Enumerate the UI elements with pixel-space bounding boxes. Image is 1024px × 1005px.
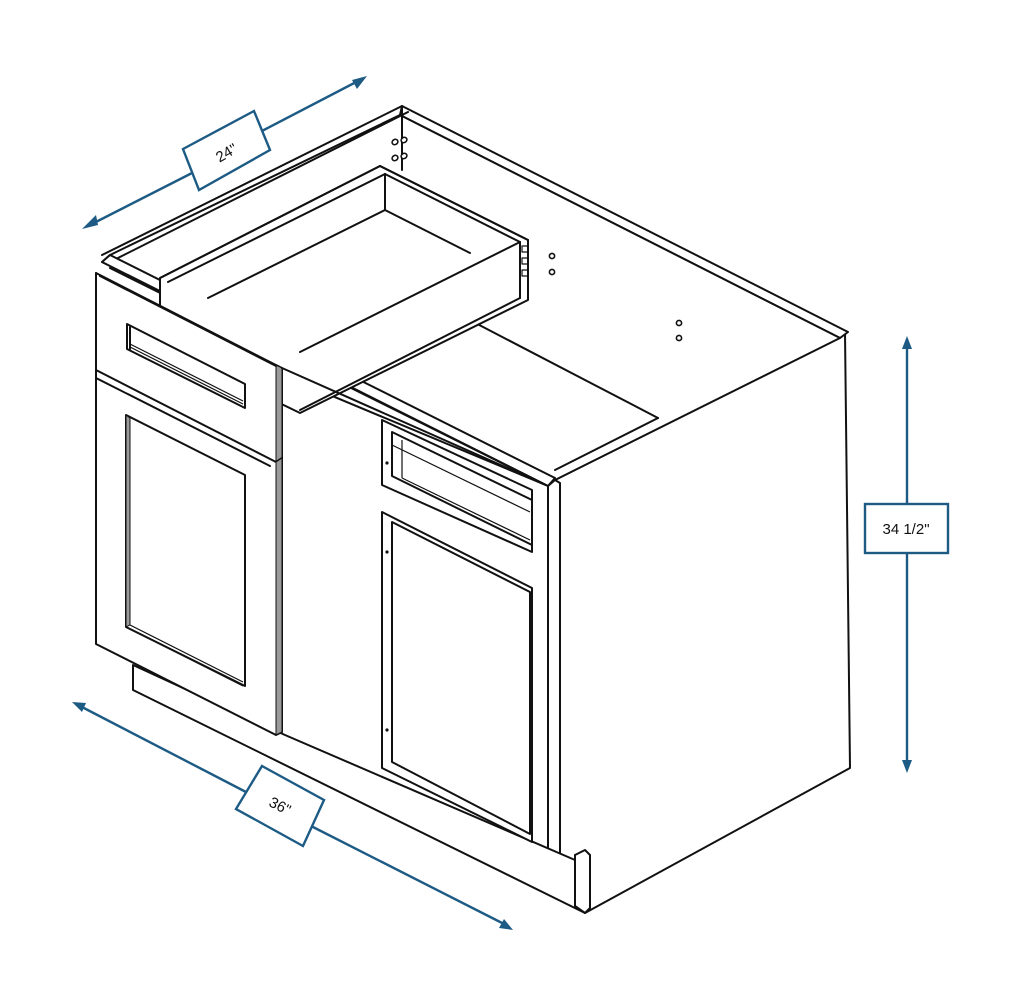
height-label: 34 1/2": [882, 521, 929, 538]
width-dimension: 36": [72, 702, 513, 930]
right-drawer-front: [381, 419, 533, 553]
right-door: [381, 511, 533, 843]
blind-panel: [281, 367, 549, 487]
height-dimension: 34 1/2": [863, 336, 950, 773]
drawer-box: [159, 165, 529, 414]
left-door: [95, 369, 283, 736]
depth-dimension: 24": [82, 76, 367, 229]
shelf-pin-holes: [391, 136, 683, 342]
